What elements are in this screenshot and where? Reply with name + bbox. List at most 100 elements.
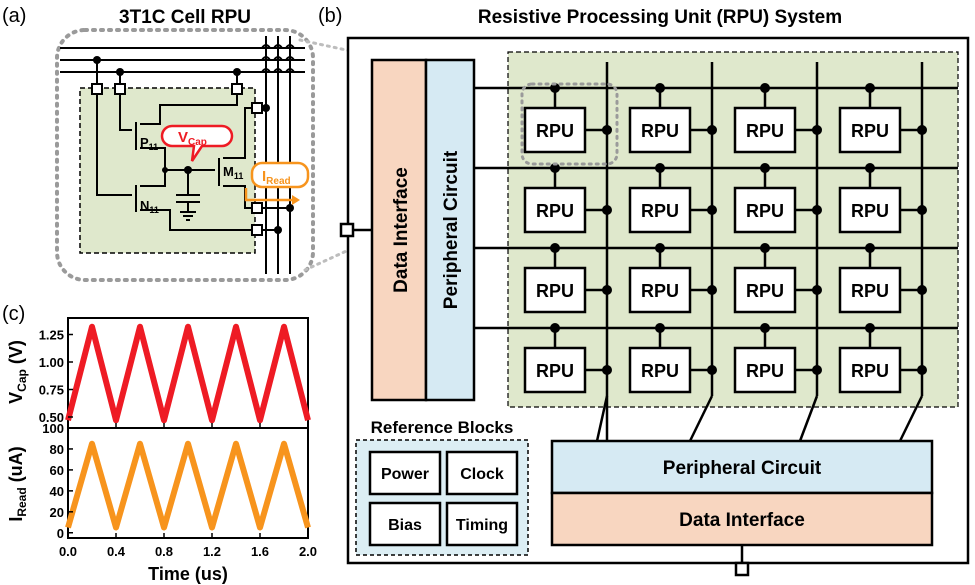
rpu-cell-label: RPU <box>536 201 574 221</box>
rpu-cell-label: RPU <box>641 281 679 301</box>
y-tick-label: 40 <box>50 484 64 499</box>
cell-row-junction <box>550 323 560 333</box>
cell-column-junction <box>812 125 822 135</box>
iread-trace <box>65 440 311 531</box>
cell-row-junction <box>865 243 875 253</box>
rpu-cell <box>733 266 797 314</box>
cell-column-junction <box>602 205 612 215</box>
ref-clock-label: Clock <box>460 466 504 483</box>
p11-label: P11 <box>140 135 158 152</box>
rpu-cell-label: RPU <box>746 281 784 301</box>
left-peripheral-block <box>424 58 476 402</box>
rpu-cell <box>733 106 797 154</box>
panel-b-title: Resistive Processing Unit (RPU) System <box>478 7 842 28</box>
rpu-cell-label: RPU <box>746 201 784 221</box>
rpu-cell <box>628 106 692 154</box>
cell-column-junction <box>812 285 822 295</box>
cell-terminals <box>91 83 263 236</box>
panel-b: (b) Resistive Processing Unit (RPU) Syst… <box>318 5 970 577</box>
cell-row-junction <box>655 323 665 333</box>
rpu-cell <box>733 346 797 394</box>
cell-column-junction <box>707 125 717 135</box>
y-tick-label: 60 <box>50 463 64 478</box>
iread-plot-frame <box>67 427 309 539</box>
panel-a-tag: (a) <box>2 5 26 27</box>
array-output-link <box>798 395 819 442</box>
rpu-cell <box>523 186 587 234</box>
rpu-grid: RPU RPU RPU RPU RPU RPU RPU RPU RPU RPU RPU RPU RPU R… <box>474 62 958 442</box>
cell-row-junction <box>865 163 875 173</box>
array-output-link <box>898 395 924 442</box>
y-tick-label: 0.50 <box>39 410 64 425</box>
cell-column-junction <box>602 285 612 295</box>
y-tick-label: 0.75 <box>39 383 64 398</box>
iread-arrow <box>244 188 296 202</box>
x-tick-label: 1.2 <box>203 544 221 559</box>
vcap-label: VCap <box>178 129 207 148</box>
cell-column-junction <box>917 205 927 215</box>
vcap-trace <box>65 323 311 424</box>
rpu-cell-label: RPU <box>536 361 574 381</box>
rpu-cell-label: RPU <box>746 121 784 141</box>
cell-row-junction <box>550 83 560 93</box>
cell-crossings <box>261 44 295 73</box>
left-io-port <box>339 222 355 238</box>
rpu-cell <box>838 186 902 234</box>
iread-callout <box>250 161 310 189</box>
vcap-plot: 0.50 0.75 1.00 1.25 <box>39 323 311 428</box>
rpu-cell <box>733 186 797 234</box>
rpu-cell <box>838 106 902 154</box>
rpu-cell <box>838 346 902 394</box>
ref-block-timing <box>445 501 519 547</box>
cell-row-junction <box>760 83 770 93</box>
left-data-interface-block <box>370 58 428 402</box>
iread-label: IRead <box>262 168 291 187</box>
rpu-cell <box>523 346 587 394</box>
cell-column-junction <box>707 205 717 215</box>
rpu-cell-label: RPU <box>641 121 679 141</box>
rpu-cell-label: RPU <box>536 281 574 301</box>
reference-blocks-title: Reference Blocks <box>371 418 514 437</box>
y-tick-label: 1.25 <box>39 328 64 343</box>
bottom-io-port <box>734 561 750 577</box>
cell-zoom-frame <box>55 28 315 282</box>
rpu-cell <box>523 266 587 314</box>
rpu-cell-label: RPU <box>851 361 889 381</box>
rpu-cell-label: RPU <box>851 121 889 141</box>
cell-row-junction <box>550 243 560 253</box>
ref-timing-label: Timing <box>456 517 508 534</box>
time-xlabel: Time (us) <box>148 564 228 584</box>
n11-label: N11 <box>140 198 159 215</box>
vcap-callout <box>160 124 234 162</box>
x-tick-label: 0.0 <box>59 544 77 559</box>
rpu-cell-label: RPU <box>851 201 889 221</box>
panel-a: (a) 3T1C Cell RPU <box>2 5 315 282</box>
cell-row-junction <box>760 243 770 253</box>
rpu-cell-label: RPU <box>536 121 574 141</box>
rpu-cell-label: RPU <box>641 361 679 381</box>
cell-column-junction <box>917 285 927 295</box>
y-tick-label: 100 <box>42 421 64 436</box>
panel-b-tag: (b) <box>318 5 342 27</box>
cell-column-junction <box>602 365 612 375</box>
cell-column-junction <box>602 125 612 135</box>
y-tick-label: 80 <box>50 442 64 457</box>
rpu-cell-label: RPU <box>641 201 679 221</box>
m11-label: M11 <box>223 164 243 181</box>
rpu-cell <box>628 266 692 314</box>
y-tick-label: 1.00 <box>39 355 64 370</box>
panel-c-tag: (c) <box>2 303 25 325</box>
bottom-data-interface-block <box>550 491 934 547</box>
rpu-cell <box>838 266 902 314</box>
ref-block-clock <box>445 450 519 496</box>
cell-row-junction <box>865 83 875 93</box>
y-tick-label: 20 <box>50 505 64 520</box>
ref-block-power <box>368 450 442 496</box>
iread-arrowhead <box>292 195 300 205</box>
cell-junctions <box>93 56 294 234</box>
cell-row-junction <box>760 163 770 173</box>
cell-row-junction <box>760 323 770 333</box>
